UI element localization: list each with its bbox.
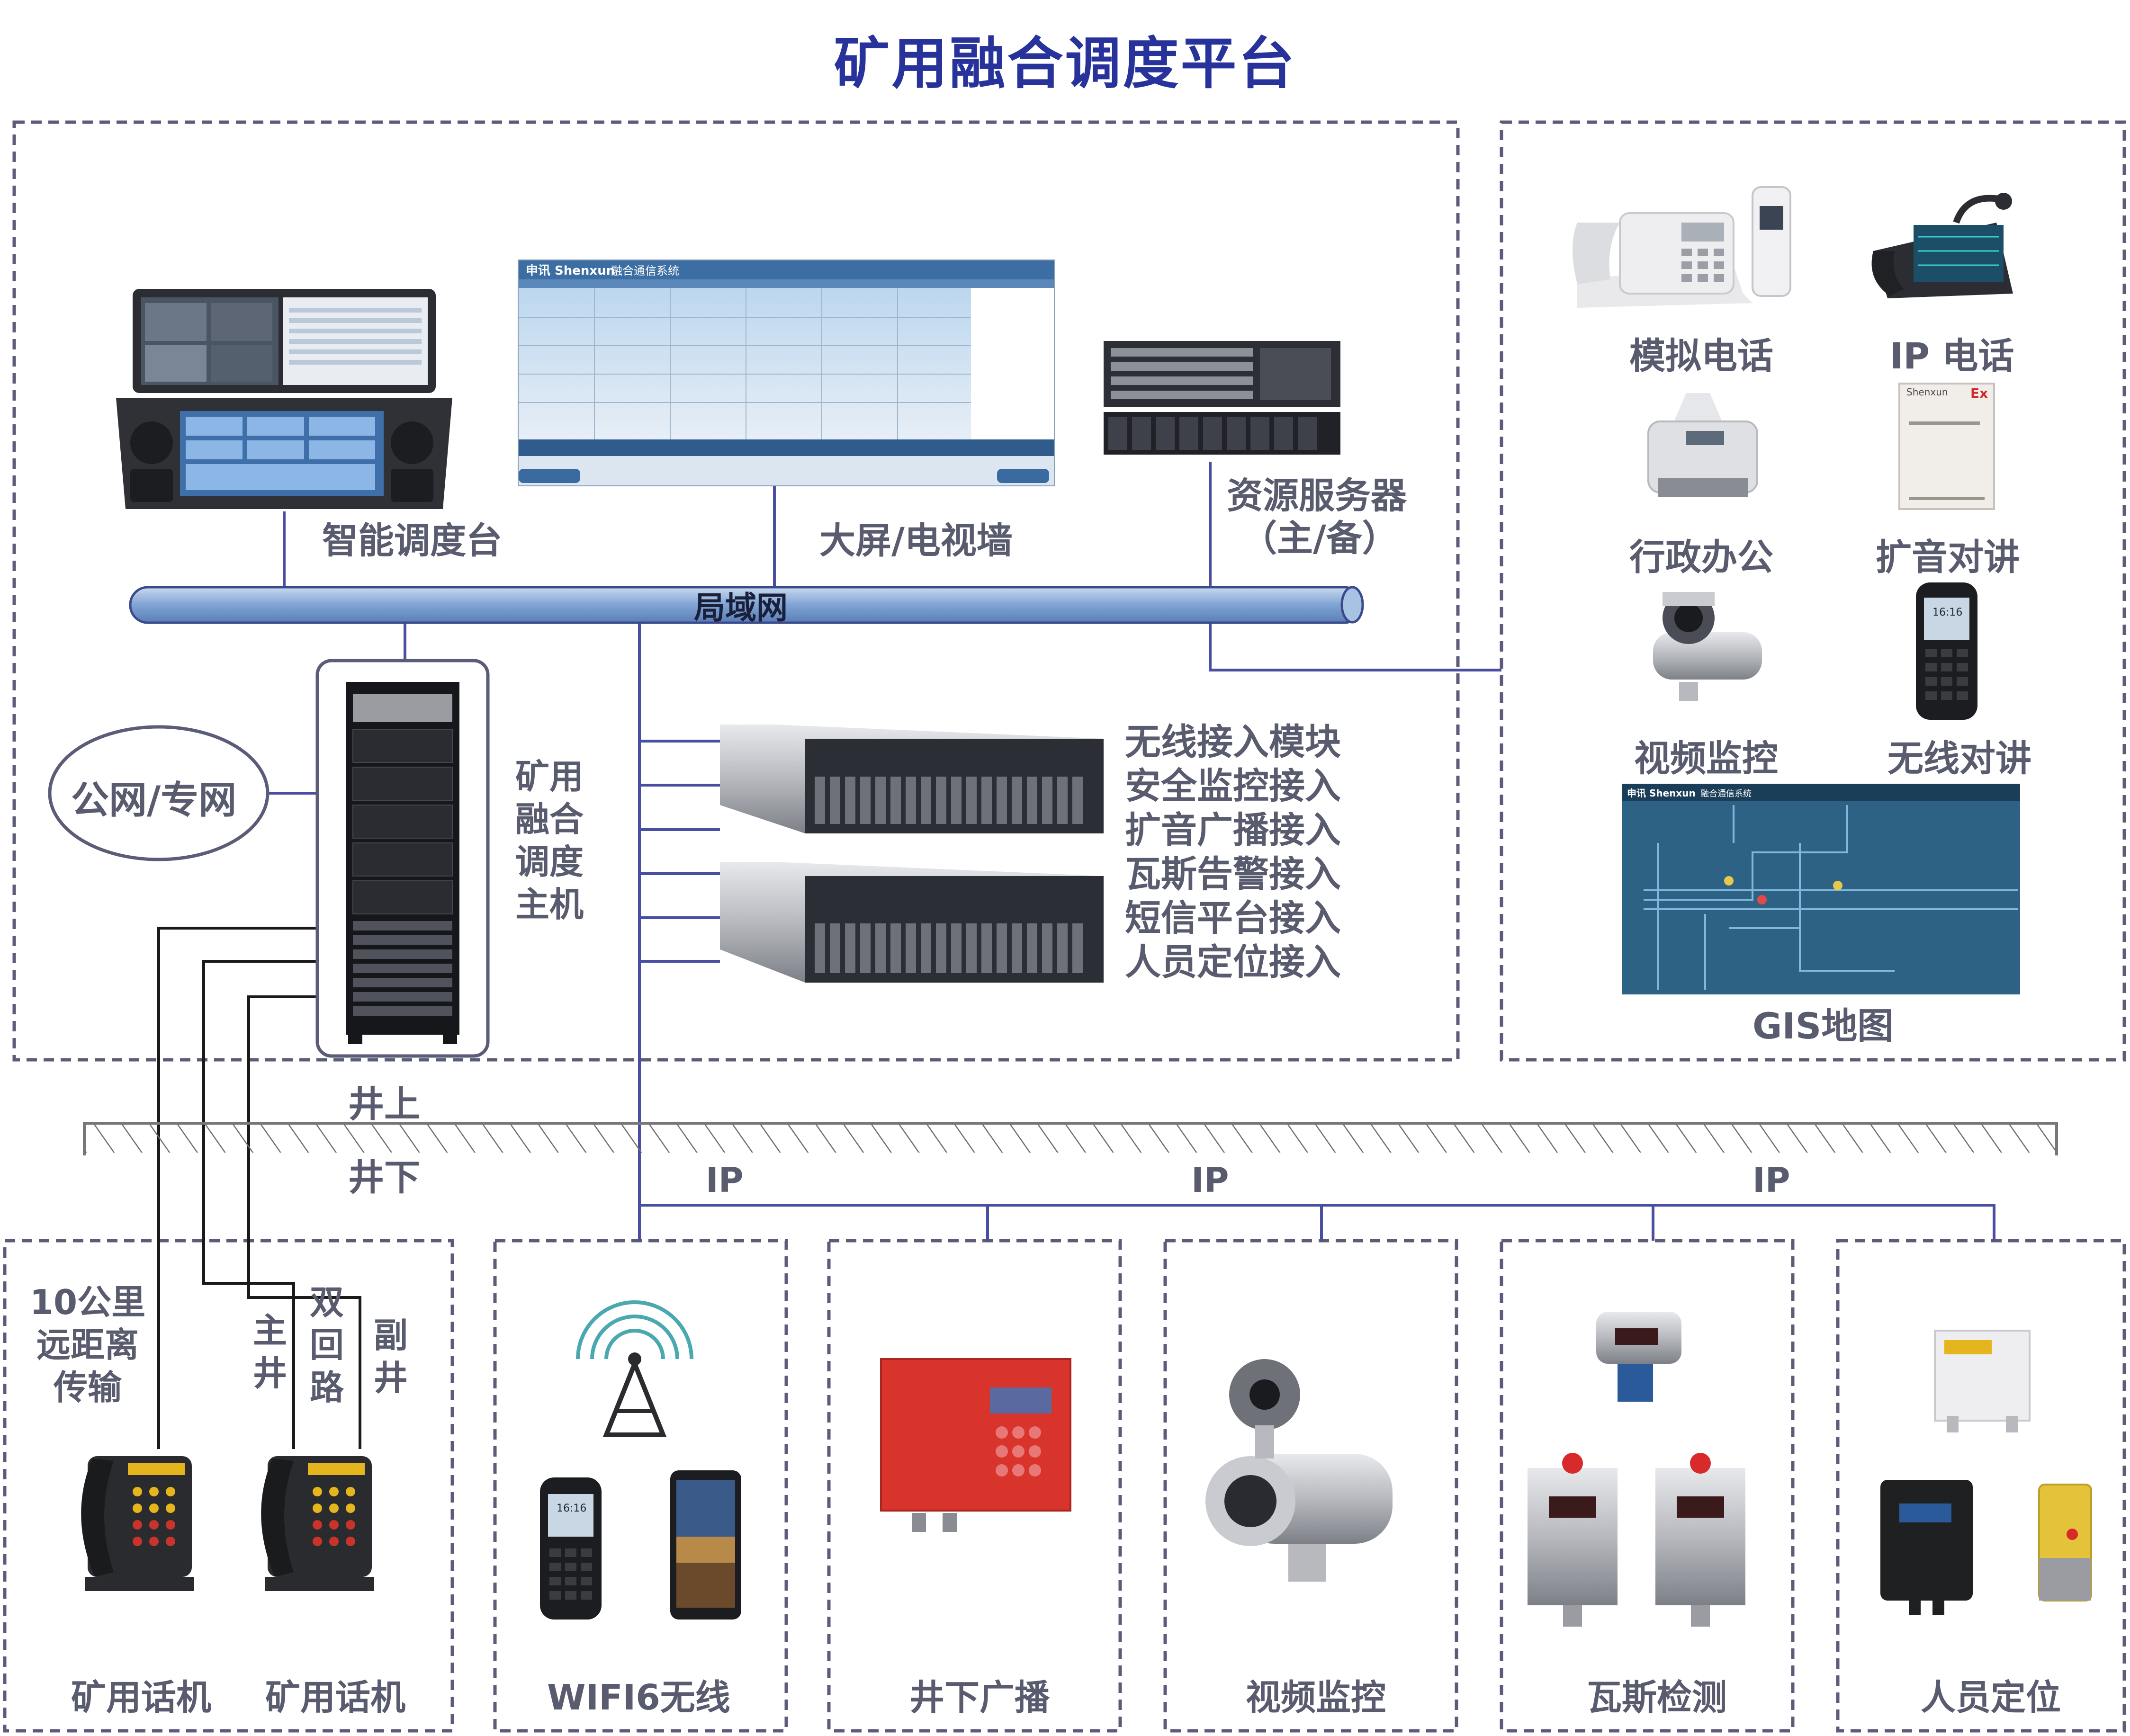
- connection-lines: [268, 462, 1995, 1241]
- positioning-base-icon: [1934, 1330, 2031, 1432]
- host-label: 矿用 融合 调度 主机: [515, 757, 584, 924]
- mine-phone-1-icon: [81, 1456, 194, 1591]
- gas-sensor-top-icon: [1596, 1312, 1681, 1402]
- access-module-item: 瓦斯告警接入: [1125, 853, 1341, 895]
- label-ip-phone: IP 电话: [1890, 335, 2014, 377]
- access-module-item: 人员定位接入: [1125, 941, 1341, 983]
- gis-system: 融合通信系统: [1700, 789, 1752, 799]
- dual-loop-label: 双 回 路: [309, 1282, 344, 1407]
- wifi-tower-icon: [576, 1300, 693, 1437]
- label-positioning: 人员定位: [1921, 1677, 2061, 1718]
- videowall-system: 融合通信系统: [611, 264, 679, 277]
- resource-server-device: [1104, 341, 1340, 455]
- video-camera-icon: [1653, 592, 1762, 701]
- access-server-2: [720, 862, 1104, 983]
- exbox-brand: Shenxun: [1906, 386, 1948, 398]
- video-wall-device: 申讯 Shenxun 融合通信系统: [518, 260, 1055, 486]
- office-printer-icon: [1647, 393, 1758, 497]
- label-mine-phone-1: 矿用话机: [71, 1677, 211, 1718]
- region-gas: [1500, 1239, 1795, 1733]
- analog-phone-icon: [1573, 186, 1791, 308]
- label-intercom: 扩音对讲: [1876, 536, 2020, 578]
- label-below-ground: 井下: [348, 1156, 420, 1199]
- region-platform: [12, 120, 1460, 1062]
- access-module-item: 安全监控接入: [1125, 765, 1341, 807]
- label-wireless-talk: 无线对讲: [1887, 737, 2031, 779]
- access-module-item: 短信平台接入: [1125, 897, 1341, 939]
- phone-distance-note: 10公里 远距离 传输: [29, 1282, 146, 1407]
- gas-sensor-left-icon: [1528, 1453, 1618, 1627]
- ip-label-3: IP: [1753, 1160, 1790, 1200]
- label-wifi: WIFI6无线: [547, 1677, 730, 1718]
- videowall-brand: 申讯 Shenxun: [526, 264, 615, 278]
- walkie-clock: 16:16: [1932, 607, 1962, 618]
- region-positioning: [1836, 1239, 2126, 1733]
- label-analog-phone: 模拟电话: [1629, 335, 1773, 377]
- public-network-bubble: [48, 725, 270, 861]
- region-terminals: [1500, 120, 2126, 1062]
- wireless-walkie-icon: 16:16: [1916, 582, 1977, 720]
- label-console: 智能调度台: [322, 519, 502, 562]
- access-module-item: 扩音广播接入: [1125, 809, 1341, 851]
- gis-brand: 申讯 Shenxun: [1627, 787, 1696, 799]
- lan-label: 局域网: [694, 590, 788, 626]
- positioning-tag-icon: [2038, 1484, 2092, 1602]
- label-above-ground: 井上: [348, 1083, 420, 1125]
- gas-sensor-right-icon: [1655, 1453, 1745, 1627]
- host-rack-device: [315, 659, 490, 1058]
- mine-phone-2-icon: [261, 1456, 374, 1591]
- ip-label-2: IP: [1191, 1160, 1229, 1200]
- label-gas-detection: 瓦斯检测: [1587, 1677, 1727, 1718]
- label-mine-phone-2: 矿用话机: [265, 1677, 405, 1718]
- ip-phone-icon: [1871, 193, 2013, 298]
- dashed-regions: [3, 120, 2126, 1733]
- access-module-item: 无线接入模块: [1125, 721, 1341, 763]
- ip-label-1: IP: [706, 1160, 744, 1200]
- label-underground-video: 视频监控: [1246, 1677, 1386, 1718]
- positioning-card-reader-icon: [1880, 1480, 1973, 1615]
- access-module-list: 无线接入模块 安全监控接入 扩音广播接入 瓦斯告警接入 短信平台接入 人员定位接…: [1125, 720, 1341, 984]
- public-network-label: 公网/专网: [71, 778, 237, 822]
- label-gis-map: GIS地图: [1753, 1005, 1894, 1047]
- dispatch-console-device: [116, 289, 452, 509]
- label-server-line2: （主/备）: [1241, 517, 1398, 559]
- broadcast-box-icon: [880, 1358, 1071, 1532]
- label-server-line1: 资源服务器: [1227, 474, 1407, 517]
- phone-lines: [157, 927, 361, 1449]
- label-broadcast: 井下广播: [909, 1677, 1050, 1718]
- main-shaft-label: 主 井: [252, 1311, 287, 1393]
- handset-clock: 16:16: [557, 1503, 586, 1514]
- exbox-ex-mark: Ex: [1970, 385, 1988, 401]
- aux-shaft-label: 副 井: [373, 1315, 408, 1398]
- gis-map-icon: 申讯 Shenxun 融合通信系统: [1622, 784, 2020, 994]
- page-title: 矿用融合调度平台: [834, 31, 1296, 96]
- wifi-smartphone-icon: [670, 1470, 741, 1620]
- label-videowall: 大屏/电视墙: [819, 519, 1013, 562]
- ground-line: [83, 1122, 2058, 1155]
- wifi-handset-icon: 16:16: [540, 1477, 602, 1620]
- underground-camera-icon: [1205, 1359, 1393, 1582]
- access-server-1: [720, 725, 1104, 833]
- lan-pipe: [129, 586, 1364, 624]
- intercom-box-icon: Shenxun Ex: [1898, 383, 1995, 510]
- region-phones: [3, 1239, 454, 1733]
- label-video-monitor: 视频监控: [1634, 737, 1778, 779]
- region-broadcast: [827, 1239, 1122, 1733]
- region-video: [1163, 1239, 1458, 1733]
- label-office: 行政办公: [1629, 536, 1773, 578]
- region-wifi: [493, 1239, 788, 1733]
